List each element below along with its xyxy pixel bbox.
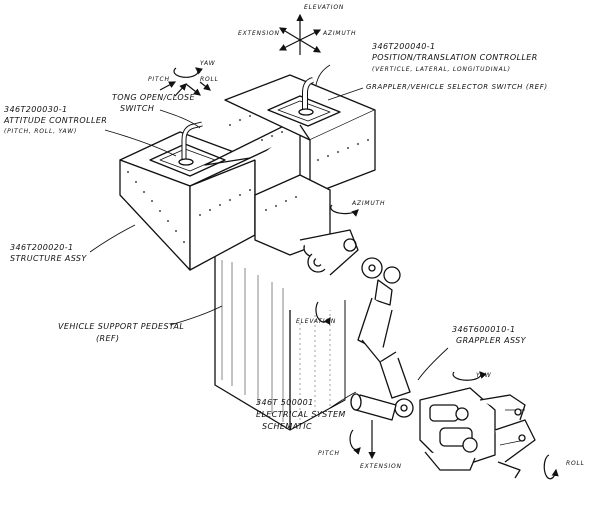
yaw-grappler-label: YAW — [476, 372, 492, 379]
position-controller-part-no: 346T200040-1 — [372, 42, 436, 51]
position-controller-label: POSITION/TRANSLATION CONTROLLER — [372, 53, 538, 62]
elevation-arm-label: ELEVATION — [296, 318, 337, 325]
tong-switch-label: TONG OPEN/CLOSE — [112, 93, 195, 102]
extension-grappler-label: EXTENSION — [360, 463, 402, 470]
vehicle-pedestal-label: VEHICLE SUPPORT PEDESTAL — [58, 322, 185, 331]
grappler-assy-label: GRAPPLER ASSY — [456, 336, 526, 345]
vehicle-pedestal-ref: (REF) — [96, 334, 120, 343]
azimuth-arm-label: AZIMUTH — [352, 200, 386, 207]
pitch-top-label: PITCH — [148, 76, 170, 83]
grappler-assy-part-no: 346T600010-1 — [452, 325, 516, 334]
extension-top-label: EXTENSION — [238, 30, 280, 37]
leader-lines — [89, 64, 449, 409]
attitude-controller-axes: (PITCH, ROLL, YAW) — [4, 128, 78, 135]
roll-top-label: ROLL — [200, 76, 219, 83]
manipulator-arm — [299, 229, 414, 421]
electrical-label: ELECTRICAL SYSTEM — [256, 410, 346, 419]
structure-assy-label: STRUCTURE ASSY — [10, 254, 87, 263]
elevation-top-label: ELEVATION — [304, 4, 345, 11]
vehicle-support-pedestal — [214, 250, 346, 431]
attitude-controller-label: ATTITUDE CONTROLLER — [4, 116, 108, 125]
grappler-assembly — [419, 387, 536, 479]
yaw-top-label: YAW — [200, 60, 216, 67]
electrical-part-no: 346T 500001 — [256, 398, 314, 407]
grappler-selector-switch-label: GRAPPLER/VEHICLE SELECTOR SWITCH (REF) — [366, 83, 548, 91]
position-controller-axes: (VERTICLE, LATERAL, LONGITUDINAL) — [372, 66, 511, 73]
attitude-controller-part-no: 346T200030-1 — [4, 105, 68, 114]
pitch-grappler-label: PITCH — [318, 450, 340, 457]
position-controller-handle — [298, 77, 314, 116]
motion-arrows-arm — [315, 204, 559, 480]
azimuth-top-label: AZIMUTH — [323, 30, 357, 37]
attitude-controller-handle — [178, 121, 203, 166]
electrical-label-2: SCHEMATIC — [262, 422, 312, 431]
roll-grappler-label: ROLL — [566, 460, 585, 467]
tong-switch-label-2: SWITCH — [120, 104, 155, 113]
motion-arrows-top — [159, 13, 322, 97]
structure-assy-part-no: 346T200020-1 — [10, 243, 74, 252]
